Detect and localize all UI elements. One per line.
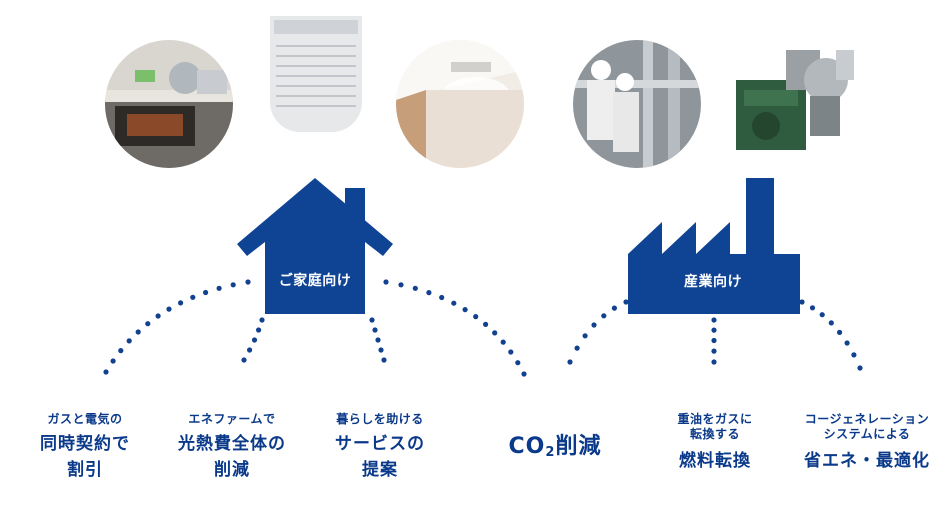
connector-dot (135, 329, 141, 335)
connector-dot (251, 337, 258, 343)
connector-dot (809, 305, 816, 311)
connector-dot (439, 294, 445, 301)
connector-dot (259, 317, 265, 323)
connector-dot (110, 358, 116, 364)
connector-dot (623, 299, 629, 305)
connector-dot (398, 282, 404, 288)
connector-dot (462, 307, 468, 313)
connector-dot (521, 371, 527, 377)
connector-dot (711, 317, 717, 323)
connector-dot (245, 279, 251, 285)
home-label: ご家庭向け (278, 273, 352, 289)
connector-dot (178, 300, 184, 306)
connector-dot (508, 349, 514, 355)
connector-dot (711, 359, 717, 365)
house-building (233, 176, 397, 316)
industry-label: 産業向け (684, 274, 742, 290)
benefit-discount: ガスと電気の 同時契約で 割引 (10, 412, 160, 483)
connector-dot (844, 340, 850, 346)
connector-dot (256, 327, 262, 333)
connector-dot (828, 320, 834, 326)
benefit-big: サービスの (335, 434, 425, 454)
connector-dot (451, 300, 457, 306)
co2-text: CO (508, 434, 546, 459)
connector-dot (574, 345, 580, 351)
benefit-services: 暮らしを助ける サービスの 提案 (305, 412, 455, 483)
benefit-big: 割引 (67, 460, 103, 480)
connector-dot (118, 348, 124, 354)
benefit-big: 省エネ・最適化 (804, 451, 930, 471)
connector-dot (378, 347, 384, 353)
connector-dot (500, 339, 506, 345)
benefit-small: 暮らしを助ける (336, 412, 424, 426)
connector-dot (230, 282, 236, 288)
connector-dot (711, 327, 717, 333)
kitchen-photo (105, 40, 233, 168)
connector-dot (247, 347, 253, 353)
benefit-big: 削減 (214, 460, 250, 480)
factory-building (626, 176, 802, 314)
connector-dot (412, 285, 418, 291)
connector-dot (383, 279, 389, 285)
connector-dot (155, 313, 161, 319)
connector-dot (601, 313, 607, 319)
co2-reduction: CO2削減 (498, 428, 612, 460)
connector-dot (851, 352, 857, 358)
connector-dot (837, 329, 843, 335)
benefit-small: 転換する (689, 427, 740, 441)
benefit-small: 重油をガスに (677, 412, 753, 426)
connector-dot (241, 357, 247, 363)
connector-dot (381, 357, 387, 363)
benefit-small: ガスと電気の (47, 412, 123, 426)
connector-dot (126, 338, 132, 344)
benefit-big: 提案 (362, 460, 398, 480)
connector-dot (799, 299, 805, 305)
connector-dot (483, 321, 489, 327)
benefit-cogeneration: コージェネレーション システムによる 省エネ・最適化 (788, 412, 946, 474)
connector-dot (166, 306, 172, 312)
co2-reduction-text: 削減 (555, 434, 602, 459)
connector-dot (145, 321, 151, 327)
connector-dot (819, 312, 825, 318)
connector-dot (711, 337, 717, 344)
benefit-enefarm: エネファームで 光熱費全体の 削減 (157, 412, 307, 483)
benefit-big: 光熱費全体の (178, 434, 286, 454)
benefit-big: 同時契約で (40, 434, 130, 454)
connector-dot (515, 360, 521, 366)
benefit-fuel-switch: 重油をガスに 転換する 燃料転換 (640, 412, 790, 474)
connector-dot (857, 365, 863, 371)
connector-dot (216, 285, 222, 291)
benefit-small: システムによる (823, 427, 911, 441)
connector-dot (492, 330, 498, 336)
benefit-big: 燃料転換 (679, 451, 751, 471)
benefit-small: コージェネレーション (804, 412, 930, 426)
co2-subscript: 2 (545, 445, 556, 460)
connector-dot (375, 337, 381, 343)
connector-dot (591, 322, 597, 328)
connector-dot (567, 359, 573, 365)
connector-dot (190, 294, 196, 300)
connector-dot (426, 290, 432, 296)
benefit-small: エネファームで (188, 412, 276, 426)
connector-dot (711, 348, 717, 354)
fuel-cell-unit-photo (270, 16, 362, 132)
connector-dot (582, 333, 588, 339)
connector-dot (473, 314, 479, 320)
connector-dot (203, 289, 209, 296)
connector-dot (372, 327, 378, 333)
factory-workers-photo (573, 40, 701, 168)
engine-photo (726, 30, 866, 170)
connector-dot (611, 305, 618, 311)
connector-dot (369, 317, 375, 323)
connector-dot (103, 369, 109, 375)
